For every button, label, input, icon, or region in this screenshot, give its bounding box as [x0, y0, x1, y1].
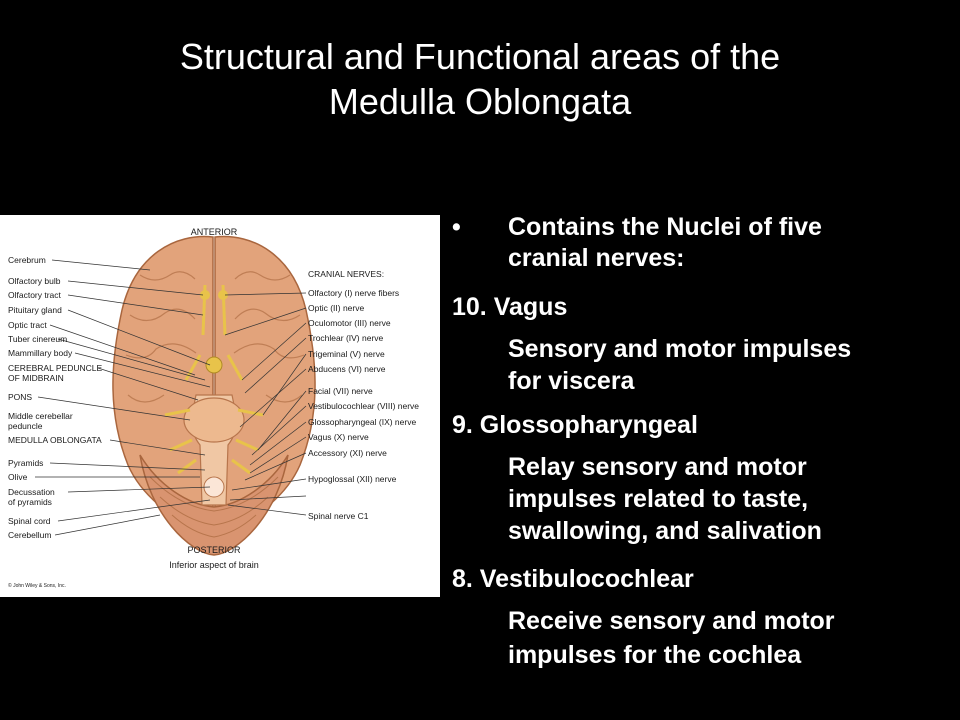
label-peduncle: peduncle [8, 421, 43, 431]
title-line-1: Structural and Functional areas of the [179, 36, 781, 77]
label-olfactory-tract: Olfactory tract [8, 290, 62, 300]
label-olfactory-bulb: Olfactory bulb [8, 276, 61, 286]
label-trochlear-nerve: Trochlear (IV) nerve [308, 333, 384, 343]
label-spinal-nerve-c1: Spinal nerve C1 [308, 511, 369, 521]
item-glossopharyngeal-heading: 9. Glossopharyngeal [452, 411, 698, 439]
label-spinal-cord: Spinal cord [8, 516, 51, 526]
label-optic-nerve: Optic (II) nerve [308, 303, 364, 313]
label-glossopharyngeal-nerve: Glossopharyngeal (IX) nerve [308, 417, 416, 427]
item-vagus-desc-line-1: Sensory and motor impulses [508, 335, 852, 363]
label-vestibulocochlear-nerve: Vestibulocochlear (VIII) nerve [308, 401, 419, 411]
label-cranial-nerves-header: CRANIAL NERVES: [308, 269, 384, 279]
label-posterior: POSTERIOR [187, 545, 241, 555]
label-cerebellum: Cerebellum [8, 530, 51, 540]
brain-diagram-svg: ANTERIOR POSTERIOR Inferior aspect of br… [8, 227, 419, 589]
figure-caption: Inferior aspect of brain [169, 560, 259, 570]
label-pons: PONS [8, 392, 32, 402]
right-labels: Olfactory (I) nerve fibers Optic (II) ne… [308, 288, 419, 521]
label-accessory-nerve: Accessory (XI) nerve [308, 448, 387, 458]
label-facial-nerve: Facial (VII) nerve [308, 386, 373, 396]
item-glossopharyngeal-desc-line-2: impulses related to taste, [508, 485, 809, 513]
label-hypoglossal-nerve: Hypoglossal (XII) nerve [308, 474, 397, 484]
label-trigeminal-nerve: Trigeminal (V) nerve [308, 349, 385, 359]
label-of-pyramids: of pyramids [8, 497, 52, 507]
bullet-line-1: Contains the Nuclei of five [508, 213, 822, 241]
label-tuber-cinereum: Tuber cinereum [8, 334, 67, 344]
label-pyramids: Pyramids [8, 458, 43, 468]
item-vestibulocochlear-desc-line-1: Receive sensory and motor [508, 607, 835, 635]
title-line-2: Medulla Oblongata [328, 81, 632, 122]
item-glossopharyngeal-desc-line-1: Relay sensory and motor [508, 453, 807, 481]
label-olfactory-nerve: Olfactory (I) nerve fibers [308, 288, 399, 298]
label-cerebral-peduncle: CEREBRAL PEDUNCLE [8, 363, 102, 373]
slide-title: Structural and Functional areas of the M… [0, 34, 960, 124]
label-mammillary-body: Mammillary body [8, 348, 73, 358]
bullet-line-2: cranial nerves: [508, 244, 685, 272]
leader-lines [35, 259, 307, 536]
item-vagus-heading: 10. Vagus [452, 293, 568, 321]
label-oculomotor-nerve: Oculomotor (III) nerve [308, 318, 391, 328]
item-vagus-desc-line-2: for viscera [508, 367, 635, 395]
brain-diagram: ANTERIOR POSTERIOR Inferior aspect of br… [0, 215, 440, 597]
label-anterior: ANTERIOR [191, 227, 238, 237]
label-vagus-nerve: Vagus (X) nerve [308, 432, 369, 442]
label-optic-tract: Optic tract [8, 320, 47, 330]
label-olive: Olive [8, 472, 28, 482]
label-of-midbrain: OF MIDBRAIN [8, 373, 64, 383]
label-decussation: Decussation [8, 487, 55, 497]
left-labels: Cerebrum Olfactory bulb Olfactory tract … [8, 255, 102, 540]
label-middle-cerebellar: Middle cerebellar [8, 411, 73, 421]
label-medulla-oblongata: MEDULLA OBLONGATA [8, 435, 102, 445]
copyright-text: © John Wiley & Sons, Inc. [8, 582, 66, 589]
item-vestibulocochlear-desc-line-2: impulses for the cochlea [508, 641, 802, 669]
label-pituitary-gland: Pituitary gland [8, 305, 62, 315]
item-vestibulocochlear-heading: 8. Vestibulocochlear [452, 565, 694, 593]
bullet-icon: • [452, 213, 461, 241]
label-cerebrum: Cerebrum [8, 255, 46, 265]
item-glossopharyngeal-desc-line-3: swallowing, and salivation [508, 517, 822, 545]
brain-illustration [112, 235, 316, 556]
label-abducens-nerve: Abducens (VI) nerve [308, 364, 386, 374]
